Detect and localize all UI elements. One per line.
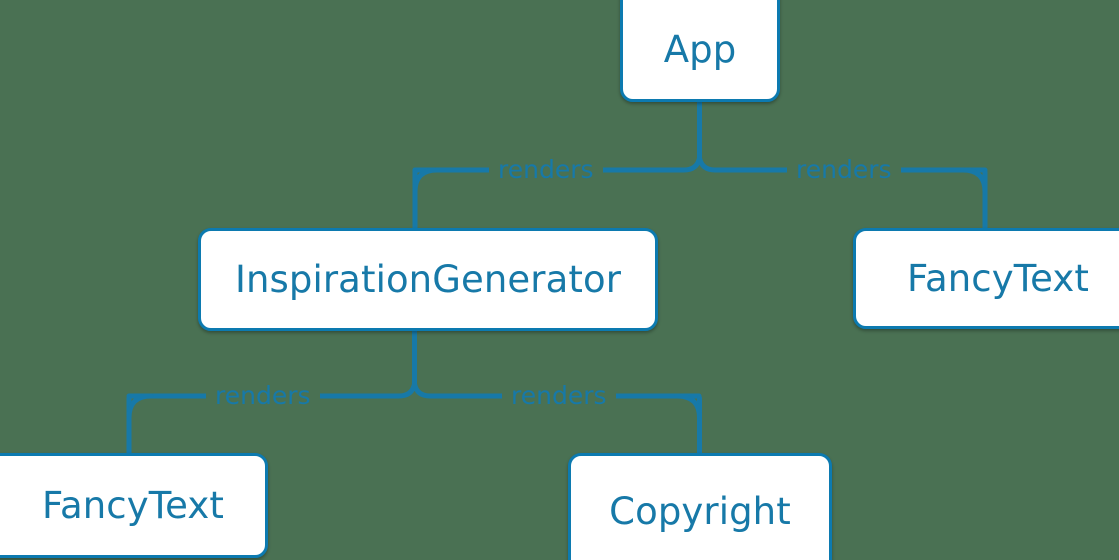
node-inspirationgenerator-label: InspirationGenerator: [234, 258, 622, 301]
node-fancytext-left[interactable]: FancyText: [0, 453, 268, 558]
node-fancytext-right-label: FancyText: [907, 257, 1089, 300]
corner-bottom-right: [674, 393, 702, 421]
corner-top-left: [412, 167, 440, 195]
edge-label-inspirationgenerator-to-fancytext-left: renders: [206, 383, 320, 408]
node-app[interactable]: App: [620, 0, 780, 102]
edge-label-inspirationgenerator-to-copyright: renders: [502, 383, 616, 408]
node-copyright[interactable]: Copyright: [568, 453, 832, 560]
node-fancytext-left-label: FancyText: [42, 484, 224, 527]
edge-label-app-to-inspirationgenerator: renders: [489, 157, 603, 182]
edge-label-app-to-fancytext-right: renders: [787, 157, 901, 182]
corner-top-right: [960, 167, 988, 195]
corner-bottom-left: [126, 393, 154, 421]
node-fancytext-right[interactable]: FancyText: [853, 228, 1119, 329]
node-inspirationgenerator[interactable]: InspirationGenerator: [198, 228, 658, 331]
node-app-label: App: [663, 27, 737, 71]
node-copyright-label: Copyright: [609, 489, 791, 533]
